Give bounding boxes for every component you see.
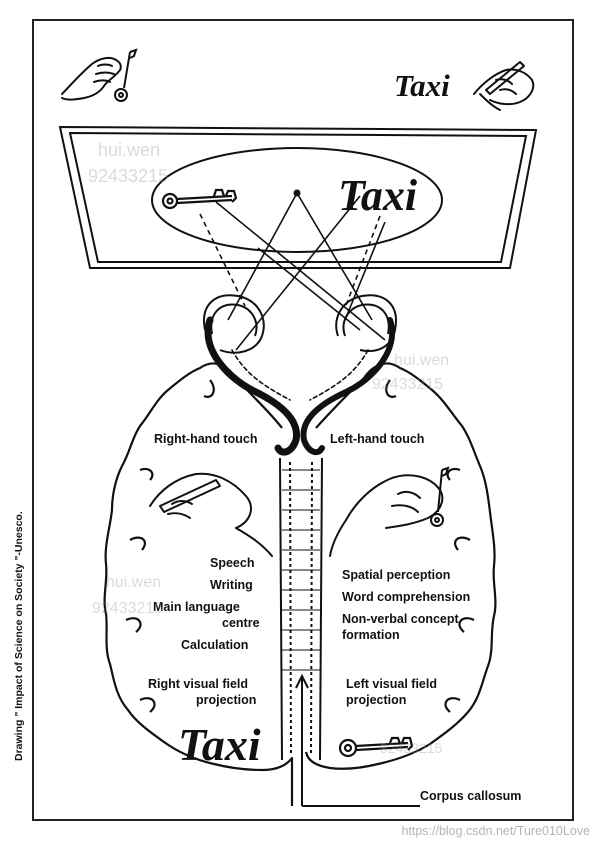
corpus-callosum-hatching	[282, 469, 320, 671]
key-icon	[114, 48, 138, 102]
label-left-visual-projection: projection	[346, 693, 407, 707]
corpus-callosum-pointer	[295, 673, 420, 807]
watermark-number: 92433215	[88, 166, 169, 186]
hand-icon	[61, 56, 122, 101]
label-spatial-perception: Spatial perception	[342, 568, 451, 582]
label-speech: Speech	[210, 556, 255, 570]
outer-border	[32, 19, 574, 821]
label-right-visual-projection: projection	[196, 693, 257, 707]
key-icon	[430, 466, 450, 527]
label-main-language: Main language	[153, 600, 240, 614]
eyes	[203, 294, 397, 354]
visual-field-ellipse	[151, 147, 443, 253]
label-nonverbal-formation: formation	[342, 628, 400, 642]
label-right-hand-touch: Right-hand touch	[154, 432, 258, 446]
watermark-number-3: 92433215	[92, 600, 164, 617]
label-left-hand-touch: Left-hand touch	[330, 432, 425, 446]
label-right-visual-field: Right visual field	[148, 677, 249, 691]
key-icon	[338, 736, 414, 758]
display-screen	[58, 125, 538, 269]
corpus-callosum	[279, 457, 323, 761]
label-writing: Writing	[210, 578, 253, 592]
label-corpus-callosum: Corpus callosum	[420, 789, 522, 803]
hand-icon	[329, 474, 444, 557]
taxi-word-bottom: Taxi	[178, 719, 261, 770]
label-calculation: Calculation	[181, 638, 249, 652]
touch-pathways	[204, 316, 395, 456]
drawing-credit: Drawing " Impact of Science on Society "…	[13, 511, 25, 761]
taxi-word-top: Taxi	[394, 68, 450, 103]
brain-icon	[103, 362, 497, 806]
watermark-name: hui.wen	[98, 140, 161, 160]
watermark-number-4: 92433215	[380, 740, 443, 756]
label-nonverbal-concept: Non-verbal concept	[342, 612, 459, 626]
pen-icon	[473, 61, 535, 111]
pen-icon	[149, 472, 273, 557]
watermark-name-2: hui.wen	[394, 352, 450, 369]
label-main-language-centre: centre	[222, 616, 260, 630]
label-left-visual-field: Left visual field	[346, 677, 437, 691]
label-word-comprehension: Word comprehension	[342, 590, 471, 604]
watermark-number-2: 92433215	[372, 376, 444, 393]
watermark-name-3: hui.wen	[106, 574, 162, 591]
source-url[interactable]: https://blog.csdn.net/Ture010Love	[401, 824, 590, 838]
key-icon	[161, 188, 238, 210]
taxi-word-screen: Taxi	[338, 171, 418, 220]
